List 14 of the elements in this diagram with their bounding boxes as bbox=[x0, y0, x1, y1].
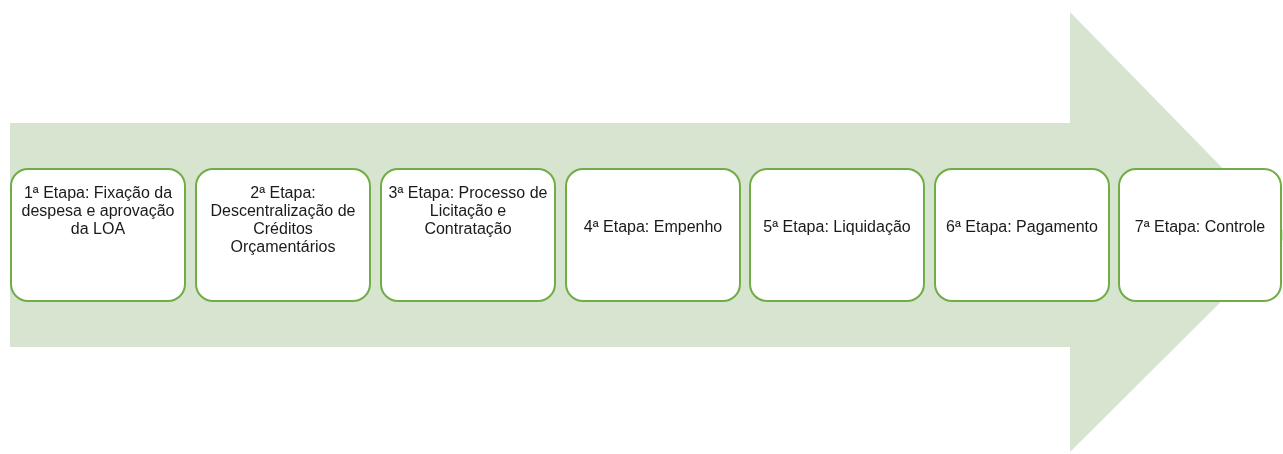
step-label: 5ª Etapa: Liquidação bbox=[762, 218, 912, 236]
process-box bbox=[380, 168, 556, 302]
step-label: 7ª Etapa: Controle bbox=[1133, 218, 1267, 236]
process-box bbox=[934, 168, 1110, 302]
process-box bbox=[1118, 168, 1282, 302]
process-box bbox=[565, 168, 741, 302]
step-label: 4ª Etapa: Empenho bbox=[582, 218, 724, 236]
step-label: 1ª Etapa: Fixação da despesa e aprovação da LOA bbox=[20, 184, 176, 238]
step-label: 3ª Etapa: Processo de Licitação e Contratação bbox=[388, 184, 548, 238]
process-box bbox=[10, 168, 186, 302]
step-label: 6ª Etapa: Pagamento bbox=[945, 218, 1099, 236]
step-label: 2ª Etapa: Descentralização de Créditos Orçamentários bbox=[209, 184, 357, 256]
process-box bbox=[195, 168, 371, 302]
process-box bbox=[749, 168, 925, 302]
